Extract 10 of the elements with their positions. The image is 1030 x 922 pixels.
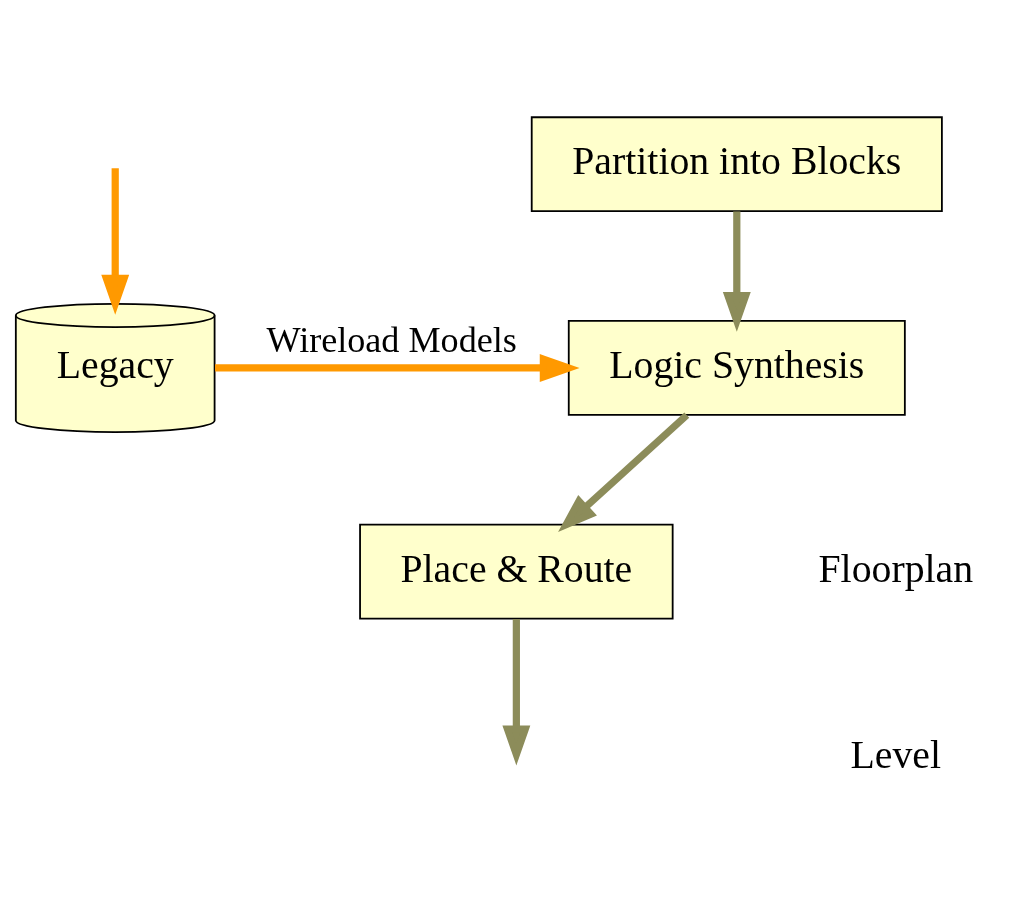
- label: Level: [850, 732, 942, 777]
- arrow: [722, 211, 751, 332]
- node-box: Logic Synthesis: [567, 320, 906, 416]
- edge-label: Wireload Models: [266, 319, 517, 360]
- label: Floorplan: [818, 546, 974, 591]
- arrow: [502, 619, 531, 766]
- arrow: [215, 354, 580, 382]
- arrow: [558, 412, 690, 532]
- node-box: Place & Route: [359, 523, 674, 620]
- node-box: Partition into Blocks: [530, 116, 943, 213]
